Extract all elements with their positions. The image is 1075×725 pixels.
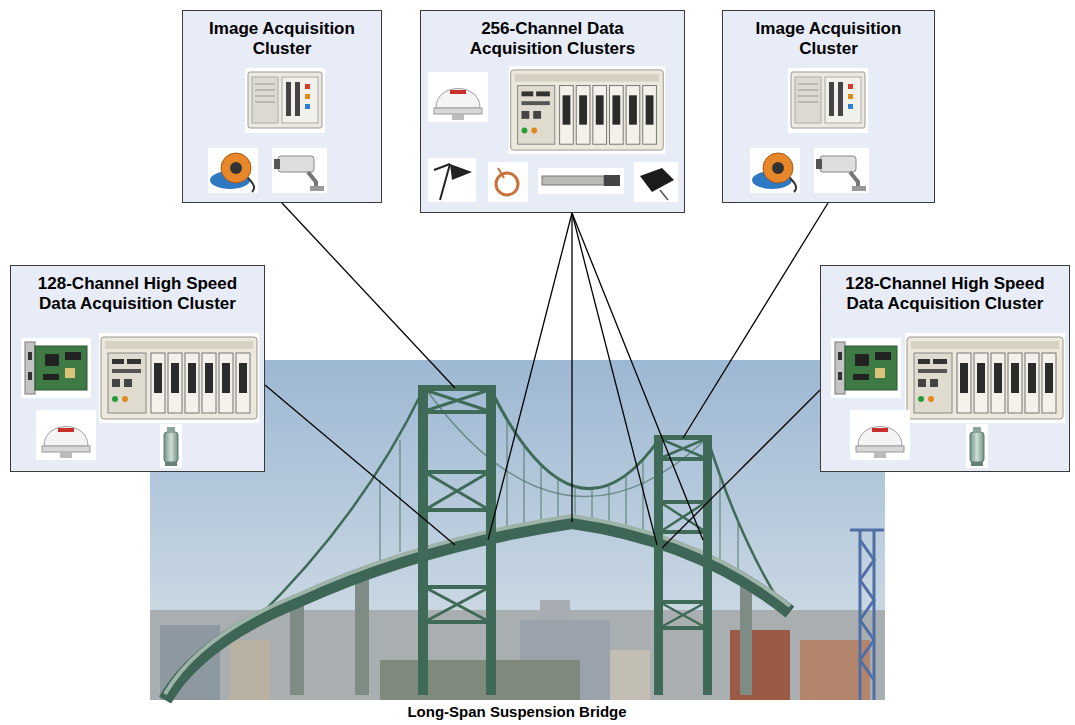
cluster-box: Image Acquisition Cluster — [722, 10, 935, 203]
cluster-title: Image Acquisition Cluster — [746, 19, 911, 58]
leader-line — [265, 203, 828, 548]
box-ground — [10, 10, 1070, 472]
cluster-title: 128-Channel High Speed Data Acquisition … — [828, 274, 1063, 313]
cluster-box: 128-Channel High Speed Data Acquisition … — [820, 265, 1070, 472]
cluster-box: 128-Channel High Speed Data Acquisition … — [10, 265, 265, 472]
cluster-title: 128-Channel High Speed Data Acquisition … — [20, 274, 255, 313]
figure-caption: Long-Span Suspension Bridge — [317, 703, 717, 720]
equipment-icons — [21, 66, 1065, 468]
cluster-title: 256-Channel Data Acquisition Clusters — [450, 19, 655, 58]
cluster-box: 256-Channel Data Acquisition Clusters — [420, 10, 685, 213]
cluster-title: Image Acquisition Cluster — [200, 19, 365, 58]
cluster-box: Image Acquisition Cluster — [182, 10, 382, 203]
